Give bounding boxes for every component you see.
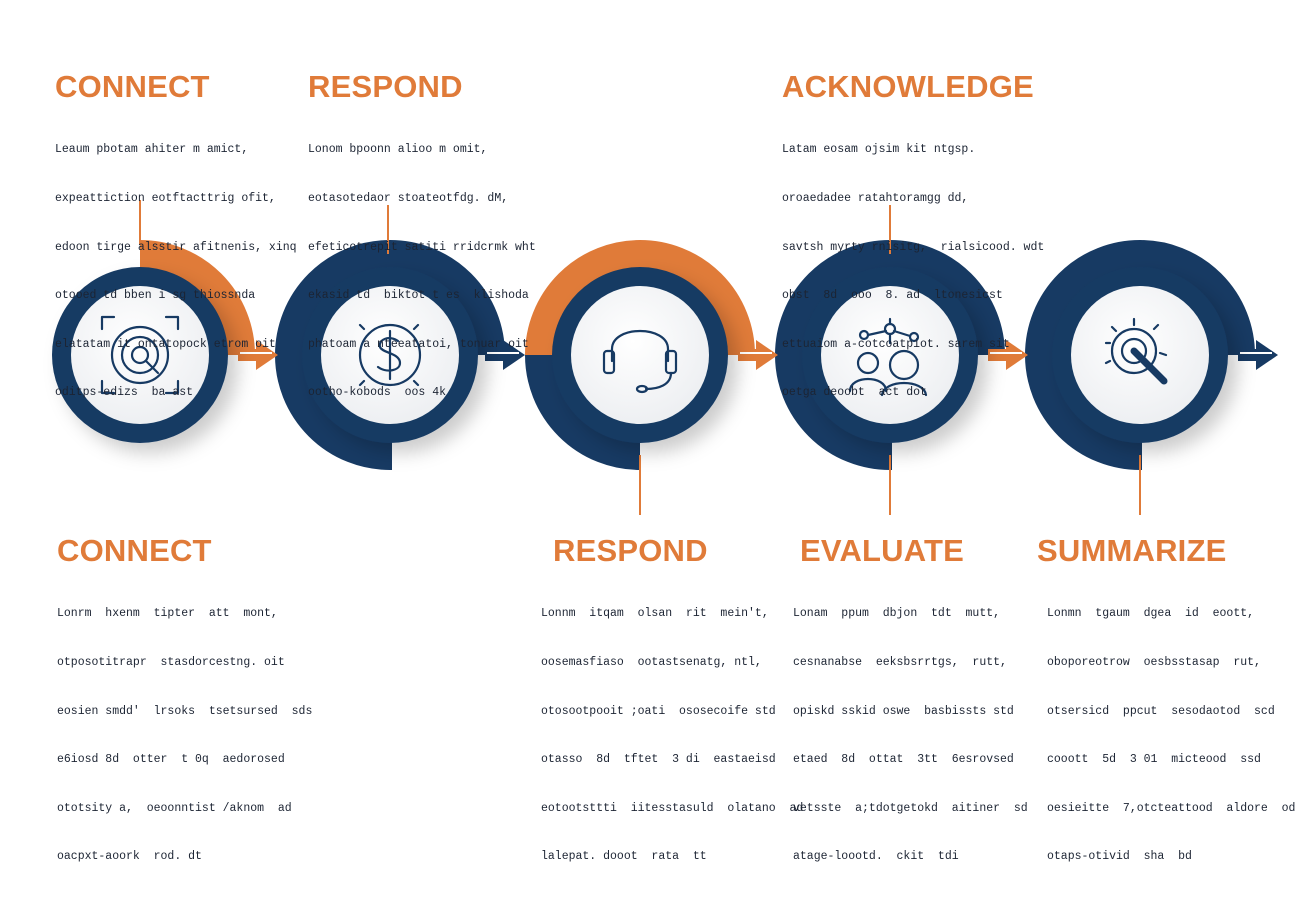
- top-block-respond: RESPOND Lonom bpoonn alioo m omit, eotas…: [308, 71, 538, 434]
- text-line: e6iosd 8d otter t 0q aedorosed: [57, 753, 285, 767]
- text-line: ettuaiom a-cotcoatpiot. sarem sit: [782, 337, 1010, 351]
- text-line: otposotitrapr stasdorcestng. oit: [57, 656, 285, 670]
- text-line: eotootsttti iitesstasuld olatano ad: [541, 801, 804, 815]
- top-block-acknowledge-text: Latam eosam ojsim kit ntgsp. oroaedadee …: [782, 110, 1062, 434]
- text-line: phatoam a nteeatatoi, tonuar oit: [308, 337, 529, 351]
- text-line: oditps-edizs ba ast: [55, 386, 194, 400]
- step-node: [1052, 267, 1228, 443]
- bottom-block-summarize-title: SUMMARIZE: [1037, 533, 1227, 568]
- text-line: ootho-kobods oos 4k: [308, 386, 447, 400]
- step-arrow: [738, 340, 778, 370]
- text-line: etaed 8d ottat 3tt 6esrovsed: [793, 753, 1014, 767]
- top-block-connect-title: CONNECT: [55, 69, 210, 104]
- bottom-block-respond-title: RESPOND: [553, 533, 708, 568]
- text-line: oacpxt-aoork rod. dt: [57, 850, 202, 864]
- bottom-block-evaluate-text: Lonam ppum dbjon tdt mutt, cesnanabse ee…: [793, 574, 1028, 898]
- text-line: ekasid td biktot t es klishoda: [308, 289, 529, 303]
- text-line: oetga deoobt act dot: [782, 386, 927, 400]
- top-block-acknowledge-title: ACKNOWLEDGE: [782, 69, 1034, 104]
- text-line: eotasotedaor stoateotfdg. dM,: [308, 192, 509, 206]
- step-arrows: [238, 340, 1278, 370]
- text-line: opiskd sskid oswe basbissts std: [793, 704, 1014, 718]
- connector-lines: [139, 200, 1141, 515]
- text-line: oosemasfiaso ootastsenatg, ntl,: [541, 656, 762, 670]
- arc-end: [390, 442, 392, 470]
- text-line: otosootpooit ;oati ososecoife std: [541, 704, 776, 718]
- text-line: oboporeotrow oesbsstasap rut,: [1047, 656, 1261, 670]
- text-line: cesnanabse eeksbsrrtgs, rutt,: [793, 656, 1007, 670]
- text-line: cooott 5d 3 01 micteood ssd: [1047, 753, 1261, 767]
- text-line: oroaedadee ratahtoramgg dd,: [782, 192, 969, 206]
- top-block-respond-text: Lonom bpoonn alioo m omit, eotasotedaor …: [308, 110, 538, 434]
- text-line: otooed td bben i sg thiossnda: [55, 289, 256, 303]
- text-line: Leaum pbotam ahiter m amict,: [55, 143, 249, 157]
- outer-arc: [1025, 240, 1255, 470]
- step-arrow: [1238, 340, 1278, 370]
- headset-icon: [602, 330, 678, 394]
- outer-arcs: [139, 240, 1255, 470]
- top-block-respond-title: RESPOND: [308, 69, 463, 104]
- target-icon: [100, 315, 180, 395]
- team-network-icon: [848, 317, 928, 397]
- node-face: [71, 286, 209, 424]
- bottom-block-respond-text: Lonnm itqam olsan rit mein't, oosemasfia…: [541, 574, 804, 898]
- outer-arc: [275, 240, 505, 470]
- step-arrow: [988, 340, 1028, 370]
- text-line: ototsity a, oeoonntist /aknom ad: [57, 801, 292, 815]
- process-diagram: [52, 200, 1278, 515]
- text-line: otaps-otivid sha bd: [1047, 850, 1192, 864]
- step-arrow: [238, 340, 278, 370]
- hand-touch-icon: [1104, 317, 1168, 385]
- step-node: [802, 267, 978, 443]
- text-line: efeticotrepit satiti rridcrmk wht: [308, 240, 536, 254]
- text-line: obst 8d ooo 8. ad ltonesicst: [782, 289, 1003, 303]
- outer-arc: [525, 354, 641, 470]
- text-line: elatatam it ontatopock etrom oit: [55, 337, 276, 351]
- bottom-block-respond: RESPOND Lonnm itqam olsan rit mein't, oo…: [541, 533, 803, 898]
- step-arrow: [485, 340, 525, 370]
- bottom-block-evaluate: EVALUATE Lonam ppum dbjon tdt mutt, cesn…: [793, 533, 1028, 898]
- step-node: [52, 267, 228, 443]
- text-line: Lonnm itqam olsan rit mein't,: [541, 607, 769, 621]
- text-line: lalepat. dooot rata tt: [541, 850, 707, 864]
- text-line: oesieitte 7,otcteattood aldore od: [1047, 801, 1295, 815]
- text-line: otsersicd ppcut sesodaotod scd: [1047, 704, 1275, 718]
- text-line: Lonom bpoonn alioo m omit,: [308, 143, 488, 157]
- outer-arc: [139, 240, 255, 356]
- step-nodes: [52, 267, 1228, 443]
- step-node: [552, 267, 728, 443]
- top-block-connect-text: Leaum pbotam ahiter m amict, expeatticti…: [55, 110, 297, 434]
- text-line: Lonam ppum dbjon tdt mutt,: [793, 607, 1001, 621]
- text-line: savtsh myrty rnisitg, rialsicood. wdt: [782, 240, 1045, 254]
- text-line: Latam eosam ojsim kit ntgsp.: [782, 143, 976, 157]
- bottom-block-summarize-text: Lonmn tgaum dgea id eoott, oboporeotrow …: [1047, 574, 1295, 898]
- text-line: Lonmn tgaum dgea id eoott,: [1047, 607, 1255, 621]
- bottom-block-connect-text: Lonrm hxenm tipter att mont, otposotitra…: [57, 574, 313, 898]
- bottom-block-summarize: SUMMARIZE Lonmn tgaum dgea id eoott, obo…: [1037, 533, 1295, 898]
- top-block-acknowledge: ACKNOWLEDGE Latam eosam ojsim kit ntgsp.…: [782, 71, 1062, 434]
- text-line: eosien smdd' lrsoks tsetsursed sds: [57, 704, 313, 718]
- text-line: expeattiction eotftacttrig ofit,: [55, 192, 276, 206]
- node-face: [571, 286, 709, 424]
- top-block-connect: CONNECT Leaum pbotam ahiter m amict, exp…: [55, 69, 297, 434]
- bottom-block-connect-title: CONNECT: [57, 533, 212, 568]
- dollar-coin-icon: [358, 323, 422, 387]
- text-line: atage-loootd. ckit tdi: [793, 850, 959, 864]
- text-line: otasso 8d tftet 3 di eastaeisd: [541, 753, 776, 767]
- bottom-block-evaluate-title: EVALUATE: [800, 533, 965, 568]
- bottom-block-connect: CONNECT Lonrm hxenm tipter att mont, otp…: [57, 533, 313, 898]
- outer-arc: [525, 240, 755, 356]
- text-line: vetsste a;tdotgetokd aitiner sd: [793, 801, 1028, 815]
- outer-arc: [775, 240, 1005, 470]
- step-node: [302, 267, 478, 443]
- text-line: Lonrm hxenm tipter att mont,: [57, 607, 278, 621]
- text-line: edoon tirge alsstir afitnenis, xinq: [55, 240, 297, 254]
